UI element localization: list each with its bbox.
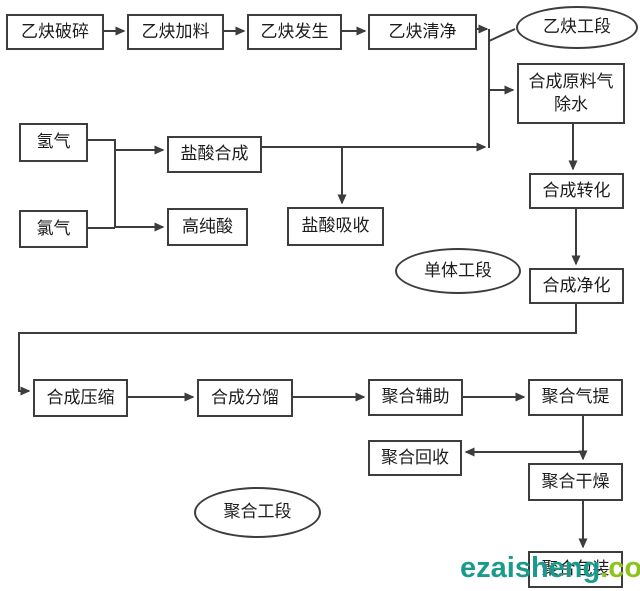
section-polymer: 聚合工段 <box>194 487 321 538</box>
node-polymer-packing: 聚合包装 <box>528 551 623 588</box>
node-syngas-dewatering: 合成原料气除水 <box>517 63 625 124</box>
node-acetylene-cleaning: 乙炔清净 <box>368 14 477 50</box>
watermark-tld: .com <box>600 552 640 584</box>
watermark-name: ezaisheng <box>460 552 601 584</box>
node-polymer-drying: 聚合干燥 <box>528 463 623 501</box>
section-acetylene: 乙炔工段 <box>516 6 638 49</box>
node-polymer-auxiliary: 聚合辅助 <box>368 379 463 416</box>
node-synthesis-conversion: 合成转化 <box>529 173 624 209</box>
node-hcl-absorption: 盐酸吸收 <box>287 207 384 246</box>
edge-synpurify-compress <box>18 304 577 396</box>
edge-trunk-acetylene-section <box>488 28 516 42</box>
node-chlorine: 氯气 <box>19 210 88 248</box>
node-synthesis-distillation: 合成分馏 <box>197 379 293 417</box>
node-polymer-stripping: 聚合气提 <box>528 379 623 416</box>
node-polymer-recovery: 聚合回收 <box>368 440 462 476</box>
node-hydrogen: 氢气 <box>19 123 88 162</box>
node-hcl-synthesis: 盐酸合成 <box>167 136 262 173</box>
node-high-purity-acid: 高纯酸 <box>167 208 248 246</box>
node-acetylene-generation: 乙炔发生 <box>247 14 342 50</box>
node-synthesis-compression: 合成压缩 <box>33 379 128 417</box>
node-acetylene-crushing: 乙炔破碎 <box>6 14 104 50</box>
ezaisheng-watermark: ezaisheng.com <box>460 552 640 585</box>
node-acetylene-feeding: 乙炔加料 <box>127 14 224 50</box>
node-synthesis-purification: 合成净化 <box>529 268 624 304</box>
section-monomer: 单体工段 <box>395 248 521 294</box>
